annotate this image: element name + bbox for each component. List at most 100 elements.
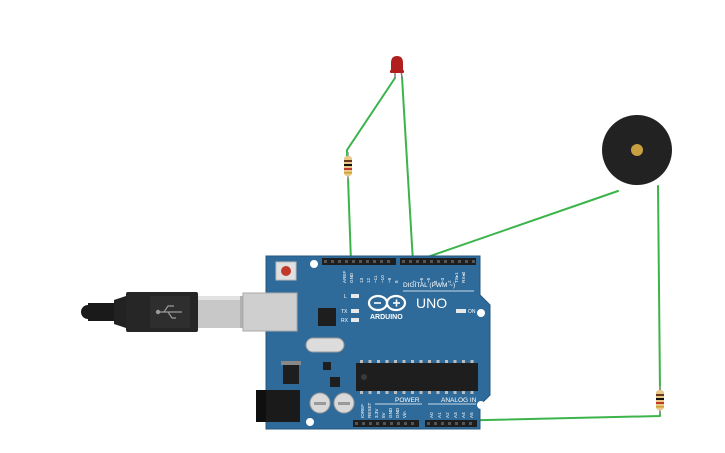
header-pin-hole[interactable] — [451, 260, 454, 263]
header-pin-hole[interactable] — [331, 260, 334, 263]
mounting-hole — [310, 260, 318, 268]
pin-label: IOREF — [360, 404, 365, 418]
chip-pin — [402, 391, 406, 394]
chip-pin — [445, 391, 448, 394]
analog-in-label: ANALOG IN — [441, 397, 477, 404]
wire-resistor-to-gnd[interactable] — [347, 177, 352, 263]
red-led[interactable] — [390, 56, 404, 79]
voltage-regulator — [283, 364, 299, 384]
chip-pin — [411, 391, 414, 394]
chip-pin — [436, 391, 440, 394]
header-pin-hole[interactable] — [416, 260, 419, 263]
header-pin-hole[interactable] — [472, 260, 475, 263]
header-pin-hole[interactable] — [411, 422, 414, 425]
chip-pin — [385, 360, 389, 363]
crystal-oscillator — [305, 337, 345, 353]
header-pin-hole[interactable] — [366, 260, 369, 263]
header-pin-hole[interactable] — [373, 260, 376, 263]
mounting-hole — [477, 401, 485, 409]
chip-pin — [394, 391, 397, 394]
mounting-hole — [306, 418, 314, 426]
header-pin-hole[interactable] — [376, 422, 379, 425]
chip-pin — [368, 360, 372, 363]
header-pin-hole[interactable] — [409, 260, 412, 263]
wire-buzzer-to-resistor[interactable] — [657, 185, 661, 391]
header-pin-hole[interactable] — [369, 422, 372, 425]
header-pin-hole[interactable] — [458, 260, 461, 263]
header-pin-hole[interactable] — [345, 260, 348, 263]
header-pin-hole[interactable] — [397, 422, 400, 425]
pin-label: 8 — [394, 280, 399, 283]
header-pin-hole[interactable] — [404, 422, 407, 425]
header-pin-hole[interactable] — [441, 422, 444, 425]
header-pin-hole[interactable] — [430, 260, 433, 263]
header-pin-hole[interactable] — [434, 422, 437, 425]
usb-cable[interactable] — [81, 292, 244, 332]
pin-label: Vin — [402, 411, 407, 418]
header-pin-hole[interactable] — [427, 422, 430, 425]
chip-pin — [360, 360, 363, 363]
header-pin-hole[interactable] — [390, 422, 393, 425]
wire-led-cathode-to-resistor[interactable] — [346, 77, 396, 159]
header-pin-hole[interactable] — [355, 422, 358, 425]
header-pin-hole[interactable] — [383, 422, 386, 425]
chip-pin — [377, 391, 380, 394]
pin-label: GND — [388, 407, 393, 418]
header-pin-hole[interactable] — [448, 422, 451, 425]
header-pin-hole[interactable] — [359, 260, 362, 263]
chip-pin — [411, 360, 414, 363]
pin-label: RESET — [367, 402, 372, 418]
chip-pin — [385, 391, 389, 394]
on-label: ON — [468, 309, 476, 315]
header-pin-hole[interactable] — [387, 260, 390, 263]
pin-label: 4 — [433, 280, 438, 283]
pin-label: A5 — [469, 412, 474, 418]
chip-pin — [402, 360, 406, 363]
chip-pin — [394, 360, 397, 363]
pin-label: GND — [395, 407, 400, 418]
chip-pin — [377, 360, 380, 363]
pin-label: ~11 — [373, 275, 378, 283]
chip-pin — [436, 360, 440, 363]
wire-pin-7-to-buzzer[interactable] — [412, 190, 619, 263]
pin-label: A3 — [453, 412, 458, 418]
header-pin-hole[interactable] — [455, 422, 458, 425]
usb-icon — [155, 305, 182, 319]
header-pin-hole[interactable] — [338, 260, 341, 263]
header-pin-hole[interactable] — [380, 260, 383, 263]
chip-pin — [445, 360, 448, 363]
resistor-buzzer[interactable] — [656, 386, 664, 414]
resistor-led[interactable] — [344, 152, 352, 180]
header-pin-hole[interactable] — [437, 260, 440, 263]
header-pin-hole[interactable] — [402, 260, 405, 263]
chip-pin — [453, 391, 457, 394]
header-pin-hole[interactable] — [423, 260, 426, 263]
chip-pin — [428, 360, 431, 363]
piezo-buzzer[interactable] — [602, 115, 672, 185]
chip-pin — [368, 391, 372, 394]
header-pin-hole[interactable] — [352, 260, 355, 263]
pin-label: A4 — [461, 412, 466, 418]
chip-pin — [470, 391, 474, 394]
header-pin-hole[interactable] — [324, 260, 327, 263]
header-pin-hole[interactable] — [469, 422, 472, 425]
pin-label: 2 — [447, 280, 452, 283]
tx-label: TX — [341, 309, 348, 315]
mounting-hole — [477, 309, 485, 317]
header-pin-hole[interactable] — [444, 260, 447, 263]
model-label: UNO — [416, 295, 447, 311]
chip-pin — [462, 360, 465, 363]
header-pin-hole[interactable] — [362, 422, 365, 425]
wire-led-anode-to-pin-7[interactable] — [401, 76, 414, 263]
header-pin-hole[interactable] — [462, 422, 465, 425]
chip-pin — [419, 391, 423, 394]
chip-pin — [428, 391, 431, 394]
small-component — [330, 377, 340, 387]
header-pin-hole[interactable] — [465, 260, 468, 263]
pin-label: A1 — [437, 412, 442, 418]
chip-pin — [360, 391, 363, 394]
